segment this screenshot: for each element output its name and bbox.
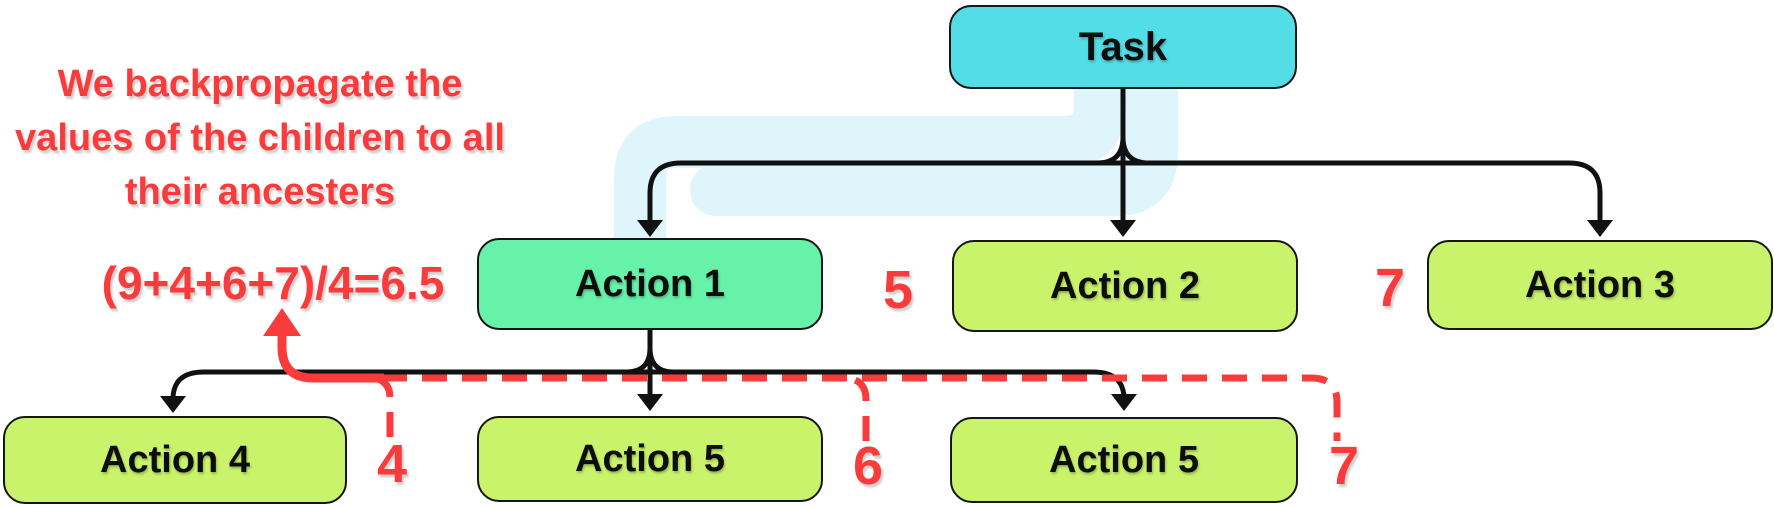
node-action-5-left: Action 5: [477, 416, 823, 502]
value-label-action-3: 7: [1374, 258, 1406, 318]
highlight-stroke-upper: [614, 75, 1126, 246]
value-label-action-4: 4: [376, 434, 408, 494]
arrowhead-action5b: [1111, 394, 1137, 411]
edge-action1-fillet-left: [625, 347, 653, 375]
value-label-action-5-right: 7: [1328, 436, 1360, 496]
value-label-action-2: 5: [882, 260, 914, 320]
node-action-5-right: Action 5: [950, 417, 1298, 503]
highlight-swoosh: [614, 49, 1178, 246]
value-label-action-5-left: 6: [852, 436, 884, 496]
formula-label: (9+4+6+7)/4=6.5: [101, 257, 445, 309]
edge-task-fillet-right: [1120, 136, 1150, 166]
backprop-arrowhead: [263, 308, 301, 336]
backprop-arrow-shaft: [277, 331, 384, 383]
arrowhead-action5a: [637, 394, 663, 411]
arrowhead-action2: [1110, 220, 1136, 237]
backprop-annotation: We backpropagate the values of the child…: [0, 58, 520, 220]
node-action-1: Action 1: [477, 238, 823, 330]
dashed-branch-value-4: [370, 374, 394, 437]
node-action-3: Action 3: [1427, 240, 1773, 330]
tree-edges: [160, 89, 1613, 413]
node-action-2: Action 2: [952, 240, 1298, 332]
annotation-line-1: We backpropagate the: [57, 63, 463, 105]
dashed-main-line: [382, 374, 1341, 441]
dashed-branch-value-6: [846, 374, 870, 441]
node-action-4: Action 4: [3, 416, 347, 504]
highlight-stroke-lower: [690, 49, 1178, 216]
arrowhead-action1: [637, 220, 663, 237]
node-task: Task: [949, 5, 1297, 89]
edge-action1-fillet-right: [647, 347, 675, 375]
edge-action1-bar: [170, 369, 1127, 400]
backprop-dashed-lines: [370, 374, 1341, 441]
arrowhead-action4: [160, 396, 186, 413]
backprop-arrow: [263, 308, 384, 383]
annotation-line-2: values of the children to all: [15, 116, 505, 159]
arrowhead-action3: [1587, 220, 1613, 237]
annotation-line-3: their ancesters: [124, 170, 396, 213]
